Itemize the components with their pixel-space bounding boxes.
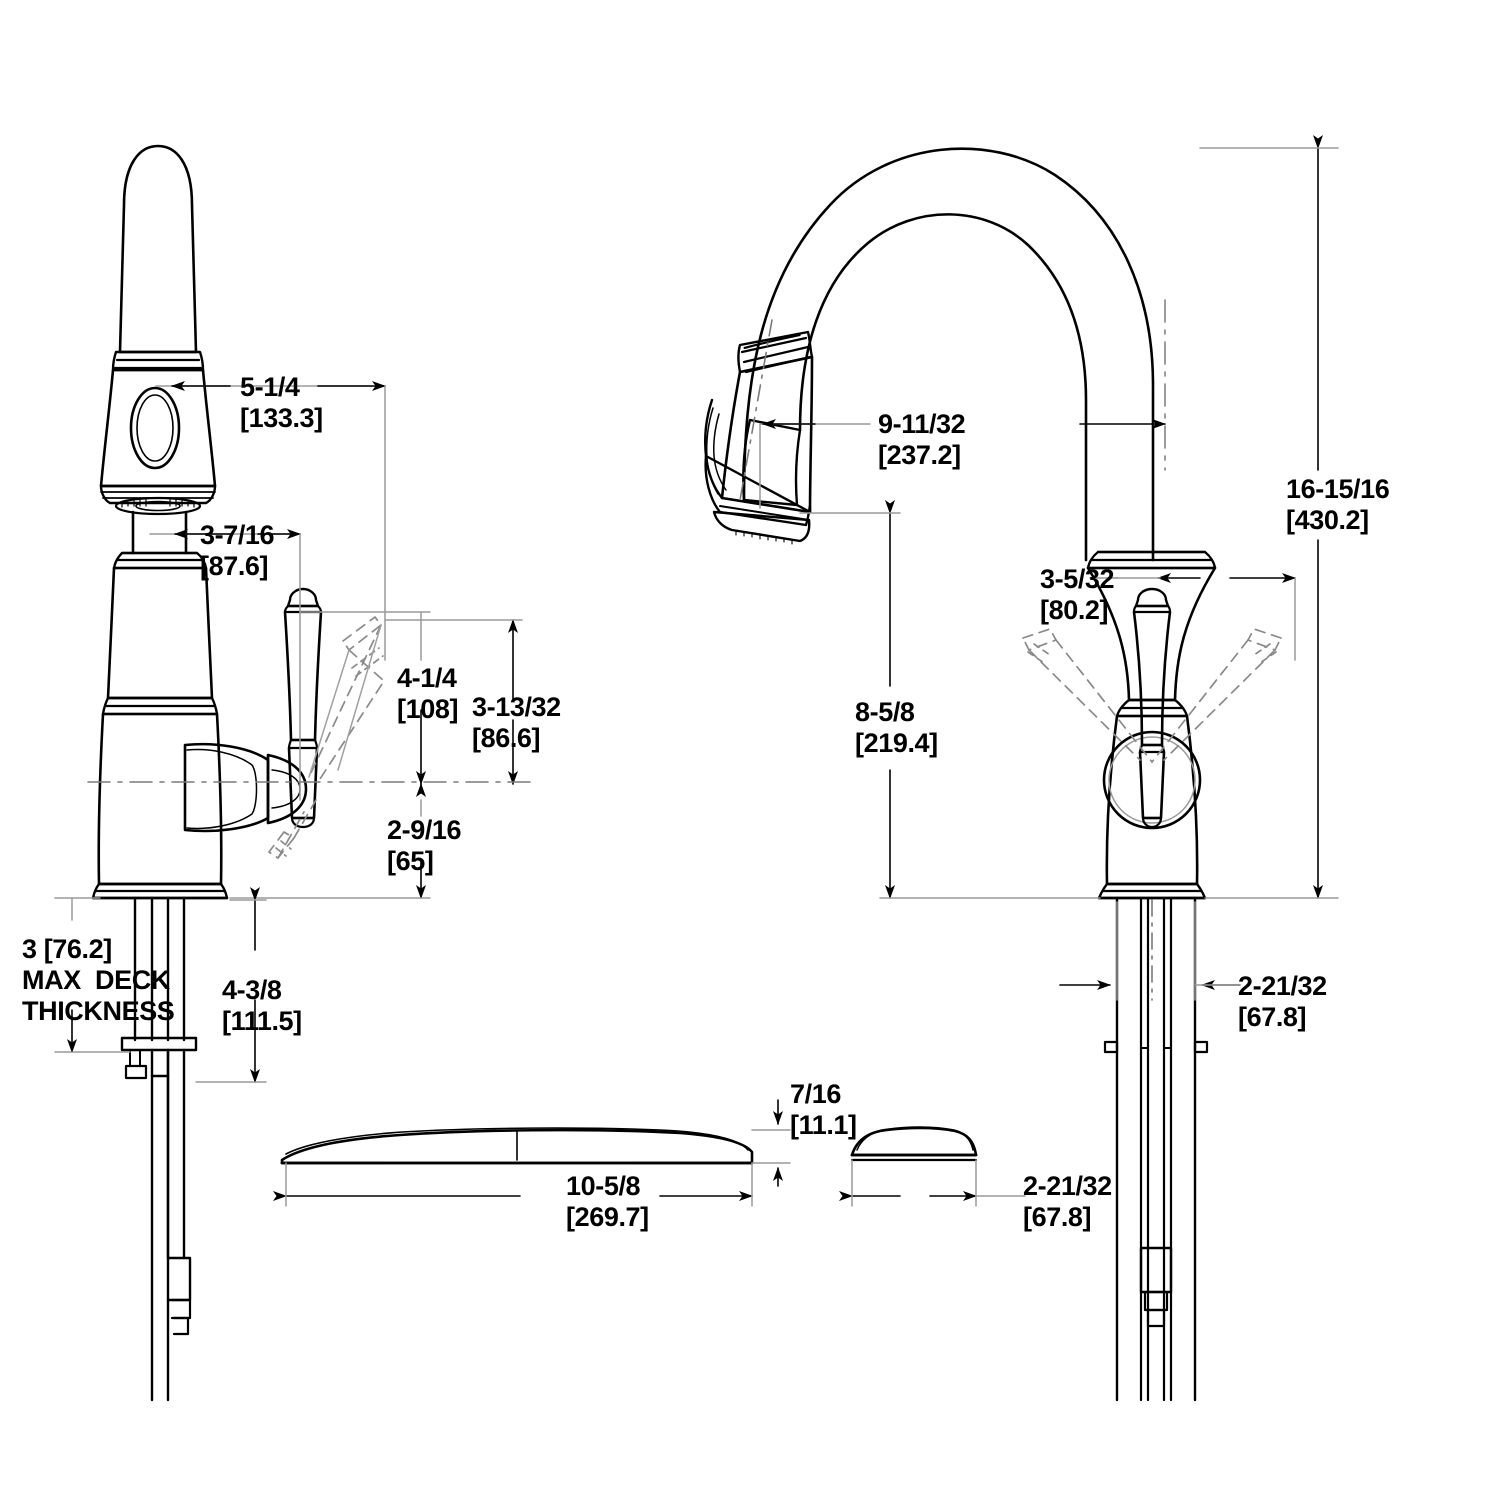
dim-16-15-16-metric: [430.2] bbox=[1286, 505, 1369, 535]
dim-3-5-32-imperial: 3-5/32 bbox=[1040, 564, 1114, 594]
dim-10-5-8-imperial: 10-5/8 bbox=[566, 1171, 641, 1201]
dim-3-max-value: 3 [76.2] bbox=[22, 934, 112, 964]
dim-4-3-8-imperial: 4-3/8 bbox=[222, 975, 282, 1005]
dim-2-21-32-b-metric: [67.8] bbox=[1023, 1202, 1091, 1232]
dim-8-5-8-metric: [219.4] bbox=[855, 728, 938, 758]
dimension-labels: 5-1/4 [133.3] 3-7/16 [87.6] 4-1/4 [108] … bbox=[22, 372, 1390, 1232]
dim-7-16-imperial: 7/16 bbox=[790, 1079, 841, 1109]
dim-9-11-32-imperial: 9-11/32 bbox=[878, 409, 965, 439]
dim-7-16-metric: [11.1] bbox=[790, 1110, 857, 1140]
dim-4-1-4-imperial: 4-1/4 bbox=[397, 663, 457, 693]
side-view-body bbox=[91, 510, 308, 900]
side-view-handle bbox=[268, 587, 385, 859]
dim-16-15-16-imperial: 16-15/16 bbox=[1286, 474, 1390, 504]
front-view-spout bbox=[704, 147, 1155, 562]
dim-3-7-16-metric: [87.6] bbox=[200, 551, 268, 581]
dim-9-11-32-metric: [237.2] bbox=[878, 440, 961, 470]
front-view-body bbox=[1022, 550, 1282, 900]
dim-3-13-32-metric: [86.6] bbox=[472, 723, 540, 753]
dim-3-7-16-imperial: 3-7/16 bbox=[200, 520, 275, 550]
side-view-spray-head bbox=[99, 144, 217, 516]
dim-10-5-8-metric: [269.7] bbox=[566, 1202, 649, 1232]
dim-3-max-note1: MAX DECK bbox=[22, 965, 171, 995]
dim-8-5-8-imperial: 8-5/8 bbox=[855, 697, 915, 727]
dim-2-21-32-b-imperial: 2-21/32 bbox=[1023, 1171, 1112, 1201]
dim-5-1-4-imperial: 5-1/4 bbox=[240, 372, 300, 402]
dim-2-9-16-imperial: 2-9/16 bbox=[387, 815, 462, 845]
escutcheon-end-profile bbox=[850, 1126, 978, 1162]
dim-3-max-note2: THICKNESS bbox=[22, 996, 174, 1026]
front-view-shanks bbox=[1103, 896, 1209, 1402]
escutcheon-long-profile bbox=[280, 1127, 754, 1165]
side-view-shanks bbox=[120, 896, 198, 1402]
dim-4-3-8-metric: [111.5] bbox=[222, 1006, 302, 1036]
dim-2-21-32-a-metric: [67.8] bbox=[1238, 1002, 1306, 1032]
dim-3-5-32-metric: [80.2] bbox=[1040, 595, 1108, 625]
dim-4-1-4-metric: [108] bbox=[397, 694, 458, 724]
dim-2-9-16-metric: [65] bbox=[387, 846, 433, 876]
dim-5-1-4-metric: [133.3] bbox=[240, 403, 323, 433]
dim-3-13-32-imperial: 3-13/32 bbox=[472, 692, 561, 722]
dim-2-21-32-a-imperial: 2-21/32 bbox=[1238, 971, 1327, 1001]
